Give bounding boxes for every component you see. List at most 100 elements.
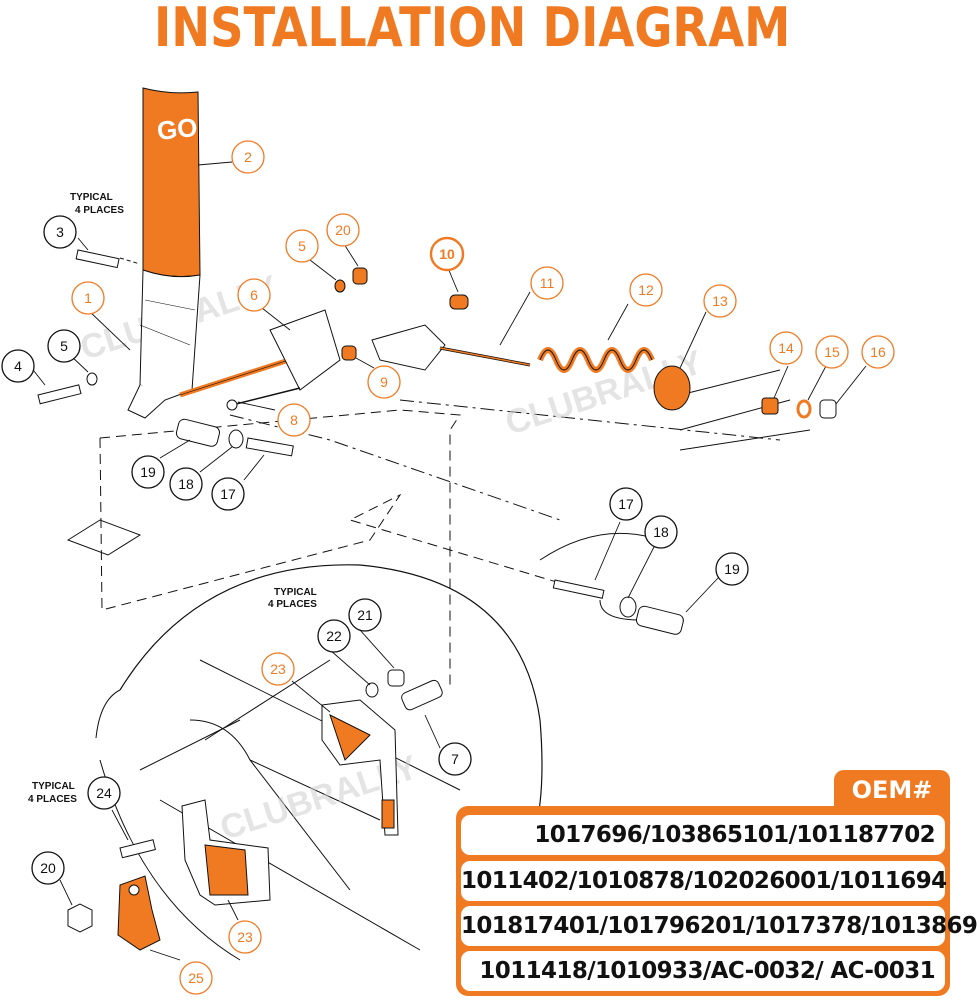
nut-16 (819, 399, 837, 419)
callout-circle (1, 349, 35, 383)
callout-circle (815, 335, 849, 369)
callout-circle (317, 619, 351, 653)
note-places: 4 PLACES (268, 599, 317, 610)
callout-circle (715, 552, 749, 586)
callout-number: 9 (380, 374, 388, 390)
washer-22 (365, 682, 379, 698)
callout-number: 25 (188, 970, 204, 986)
callout-number: 20 (335, 222, 351, 238)
callout-circle (530, 266, 564, 300)
floor-plate (66, 519, 142, 556)
callout-circle (277, 403, 311, 437)
note-typical: TYPICAL (70, 192, 113, 203)
callout-number: 13 (712, 293, 728, 309)
page-title: INSTALLATION DIAGRAM (153, 0, 791, 59)
callout-number: 4 (14, 358, 22, 374)
callout-circle (228, 920, 262, 954)
callout-number: 23 (237, 929, 253, 945)
callout-circle (131, 455, 165, 489)
callout-number: 16 (870, 344, 886, 360)
oem-row: 1011402/1010878/102026001/1011694 (461, 861, 947, 901)
sleeve-19 (175, 418, 220, 447)
callout-circle (629, 273, 663, 307)
screw-3 (75, 249, 141, 269)
callout-number: 23 (270, 661, 286, 677)
callout-number: 12 (638, 282, 654, 298)
callout-number: 19 (724, 561, 740, 577)
go-lever: GO (127, 87, 201, 419)
nut-20-lower (67, 903, 93, 933)
callout-circle (71, 281, 105, 315)
callout-number: 24 (96, 785, 112, 801)
link-rod (179, 309, 341, 411)
sleeve-7 (401, 679, 443, 711)
callout-number: 19 (140, 464, 156, 480)
callout-number: 18 (653, 524, 669, 540)
bracket-23-lower (181, 799, 271, 906)
callout-circle (644, 515, 678, 549)
go-label: GO (155, 112, 198, 146)
callout-number: 17 (220, 486, 236, 502)
dashed-center (229, 414, 561, 521)
callout-number: 10 (439, 246, 455, 262)
callout-circle (231, 140, 265, 174)
callout-number: 6 (250, 287, 258, 303)
stud-17-right (552, 579, 605, 599)
yoke-11 (371, 324, 531, 371)
bracket-23-upper (321, 699, 399, 836)
bolt-4 (37, 372, 98, 405)
dashed-frame-left (99, 437, 601, 611)
spring-cup-13 (653, 365, 691, 411)
washer-5 (334, 279, 346, 293)
callout-number: 11 (540, 275, 555, 291)
callout-number: 5 (298, 238, 306, 254)
callout-number: 5 (60, 338, 68, 354)
callout-number: 18 (178, 476, 194, 492)
nut-14 (761, 397, 779, 415)
callout-number: 7 (451, 751, 459, 767)
callout-circle (31, 851, 65, 885)
callout-circle (179, 961, 213, 995)
callout-number: 21 (357, 607, 373, 623)
callout-circle (261, 652, 295, 686)
callout-circle (43, 215, 77, 249)
oem-row: 1011418/1010933/AC-0032/ AC-0031 (461, 951, 945, 991)
callout-circle (211, 477, 245, 511)
nut-20 (352, 267, 368, 285)
note-typical: TYPICAL (274, 587, 317, 598)
nut-21 (387, 669, 405, 687)
note-places: 4 PLACES (75, 205, 124, 216)
oem-row: 1017696/103865101/101187702 (461, 815, 945, 855)
callout-circle (348, 598, 382, 632)
callout-circle (47, 329, 81, 363)
sleeve-19-right (635, 605, 684, 635)
pawl-25 (117, 875, 161, 951)
callout-circle (87, 776, 121, 810)
callout-circle (237, 278, 271, 312)
stud-17 (245, 437, 294, 457)
washer-18-right (619, 596, 637, 618)
callout-number: 8 (290, 412, 298, 428)
callout-number: 20 (40, 860, 56, 876)
callout-number: 2 (244, 149, 252, 165)
callout-circle (169, 467, 203, 501)
callout-circle (285, 229, 319, 263)
callout-circle (438, 742, 472, 776)
bolt-24 (119, 839, 157, 859)
installation-diagram: CLUBRALLY CLUBRALLY CLUBRALLY GO (1, 87, 895, 995)
callout-circle (429, 236, 465, 272)
oem-label-tab: OEM# (834, 770, 950, 808)
callout-number: 17 (618, 496, 634, 512)
note-places: 4 PLACES (28, 794, 77, 805)
note-typical: TYPICAL (32, 781, 75, 792)
washer-18 (228, 429, 244, 449)
callout-number: 22 (326, 628, 342, 644)
callout-number: 15 (824, 344, 840, 360)
bushing-9 (341, 345, 357, 361)
oem-row: 101817401/101796201/1017378/1013869 (461, 906, 977, 946)
washer-15 (796, 399, 812, 419)
callout-circle (703, 284, 737, 318)
callout-circle (769, 331, 803, 365)
callout-circle (326, 213, 360, 247)
